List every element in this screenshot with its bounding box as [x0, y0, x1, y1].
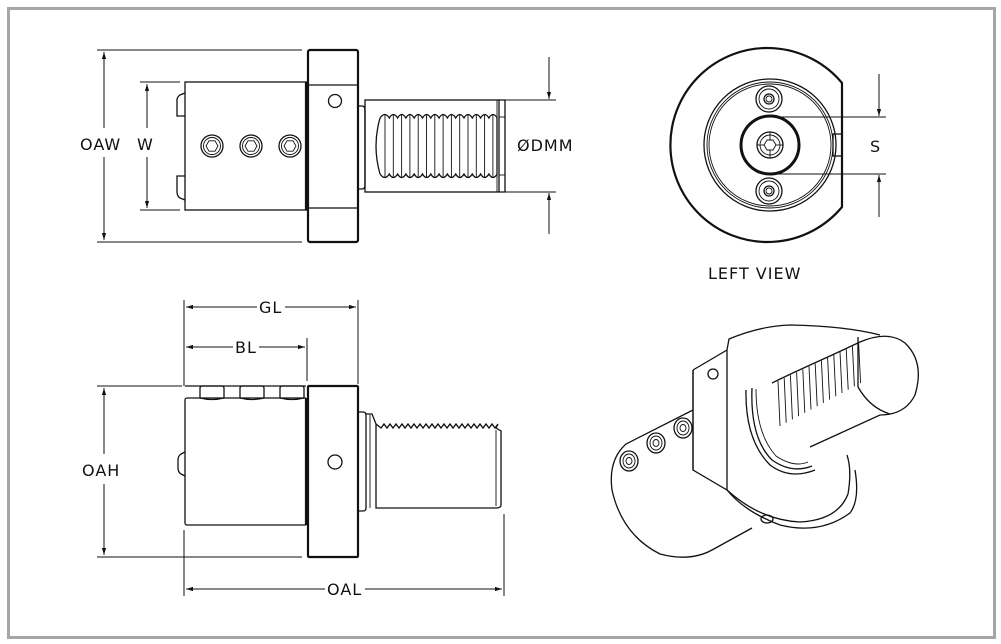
body-cylinder: [610, 409, 753, 558]
dim-label-oaw: OAW: [80, 135, 121, 154]
socket-screw: [278, 134, 302, 158]
serration-ridge: [808, 366, 812, 410]
left-view-caption: LEFT VIEW: [708, 264, 801, 283]
serration-ridge: [845, 349, 849, 390]
flange-hole: [327, 454, 343, 470]
serration-ridge: [777, 380, 781, 427]
body-block: [184, 397, 308, 526]
side-nub: [177, 451, 186, 477]
isometric-view: [610, 324, 919, 558]
serration-ridge: [820, 360, 824, 403]
dim-label-bl: BL: [235, 338, 257, 357]
serration-ridge: [839, 351, 843, 394]
lower-screw: [755, 177, 783, 205]
dim-label-oah: OAH: [82, 461, 120, 480]
dim-label-s: S: [870, 137, 881, 156]
left-view: S LEFT VIEW: [669, 46, 886, 283]
front-view: GL BL OAH OAL: [82, 298, 505, 599]
outer-flange-outline: [669, 46, 844, 244]
flange: [306, 384, 360, 559]
socket-screw: [239, 134, 263, 158]
side-nub: [176, 175, 186, 201]
serrations: [375, 113, 498, 179]
socket-screw: [673, 417, 693, 439]
serrations: [777, 343, 862, 427]
serration-ridge: [802, 369, 806, 413]
serration-ridge: [796, 372, 800, 417]
shank: [364, 99, 500, 193]
serrated-shank: [771, 335, 919, 448]
dim-label-dmm: ØDMM: [517, 136, 574, 155]
top-view: OAW W ØDMM: [80, 48, 574, 244]
serration-ridge: [783, 378, 787, 423]
drawing-frame: [7, 7, 996, 639]
dim-label-gl: GL: [259, 298, 282, 317]
socket-screw: [646, 432, 666, 454]
side-nub: [176, 92, 186, 117]
socket-screw: [200, 134, 224, 158]
serration-ridge: [827, 357, 831, 400]
flange: [306, 48, 360, 244]
shank: [366, 413, 502, 509]
upper-screw: [755, 85, 783, 113]
dim-label-w: W: [137, 135, 154, 154]
center-bore: [739, 114, 801, 176]
center-screw: [756, 131, 784, 159]
flange-hole: [327, 93, 343, 109]
serration-ridge: [789, 375, 793, 420]
dim-label-oal: OAL: [327, 580, 362, 599]
serrations: [375, 422, 499, 430]
serration-ridge: [833, 354, 837, 397]
socket-screw: [619, 450, 639, 472]
serration-ridge: [858, 343, 862, 384]
serration-ridge: [814, 363, 818, 407]
serration-ridge: [851, 346, 855, 387]
flange-block: [692, 324, 881, 371]
key-slot: [832, 133, 843, 157]
